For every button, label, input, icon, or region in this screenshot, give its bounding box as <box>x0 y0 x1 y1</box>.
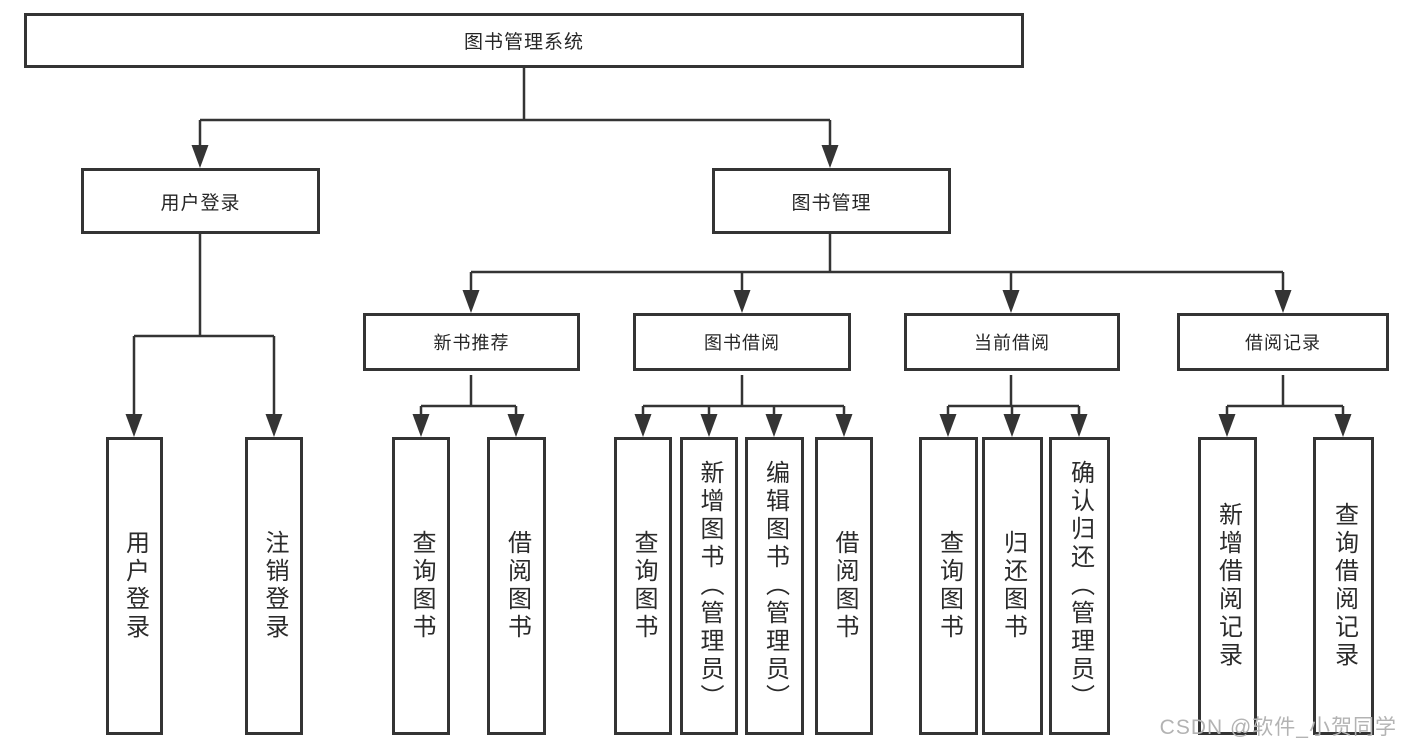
leaf-edit-book-admin: 编辑图书（管理员） <box>745 437 804 735</box>
node-current-borrow: 当前借阅 <box>904 313 1120 371</box>
node-book-borrow: 图书借阅 <box>633 313 851 371</box>
leaf-return-book: 归还图书 <box>982 437 1043 735</box>
node-borrow-records: 借阅记录 <box>1177 313 1389 371</box>
csdn-watermark: CSDN @软件_小贺同学 <box>1159 716 1397 739</box>
node-user-login: 用户登录 <box>81 168 320 234</box>
leaf-add-borrow-record: 新增借阅记录 <box>1198 437 1257 735</box>
leaf-borrow-books: 借阅图书 <box>815 437 873 735</box>
leaf-query-books-borrow: 查询图书 <box>614 437 672 735</box>
leaf-add-book-admin: 新增图书（管理员） <box>680 437 738 735</box>
leaf-user-login: 用户登录 <box>106 437 163 735</box>
leaf-logout: 注销登录 <box>245 437 303 735</box>
leaf-borrow-books-recommend: 借阅图书 <box>487 437 546 735</box>
leaf-query-books-recommend: 查询图书 <box>392 437 450 735</box>
node-new-book-recommend: 新书推荐 <box>363 313 580 371</box>
node-book-management: 图书管理 <box>712 168 951 234</box>
leaf-confirm-return-admin: 确认归还（管理员） <box>1049 437 1110 735</box>
leaf-query-books-current: 查询图书 <box>919 437 978 735</box>
node-root: 图书管理系统 <box>24 13 1024 68</box>
leaf-query-borrow-record: 查询借阅记录 <box>1313 437 1374 735</box>
